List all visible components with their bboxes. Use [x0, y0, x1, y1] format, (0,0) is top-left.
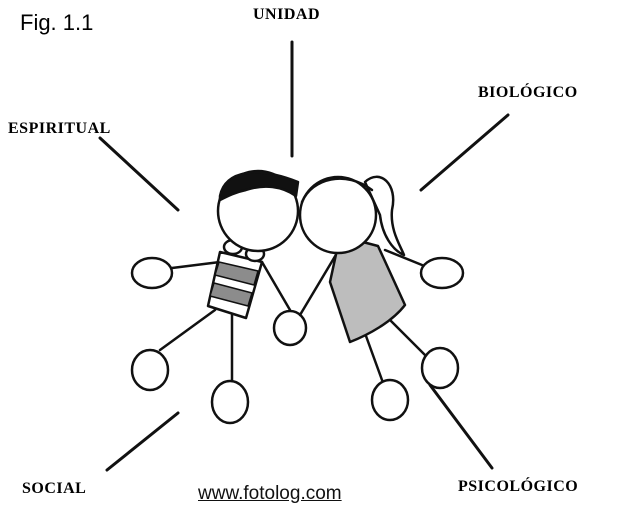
boy-left-arm	[172, 262, 220, 268]
girl-right-leg	[390, 320, 425, 355]
boy-left-leg	[160, 310, 215, 350]
boy-left-hand	[132, 258, 172, 288]
boy-left-foot	[132, 350, 168, 390]
boy-right-arm	[262, 262, 290, 310]
connector-psicologico	[430, 385, 492, 468]
connector-social	[107, 413, 178, 470]
connector-espiritual	[100, 138, 178, 210]
girl-right-hand	[421, 258, 463, 288]
boy-right-hand	[274, 311, 306, 345]
girl-right-foot	[422, 348, 458, 388]
connector-biologico	[421, 115, 508, 190]
credit-link[interactable]: www.fotolog.com	[198, 483, 342, 505]
girl-left-foot	[372, 380, 408, 420]
children-figures	[132, 171, 463, 423]
boy-right-foot	[212, 381, 248, 423]
